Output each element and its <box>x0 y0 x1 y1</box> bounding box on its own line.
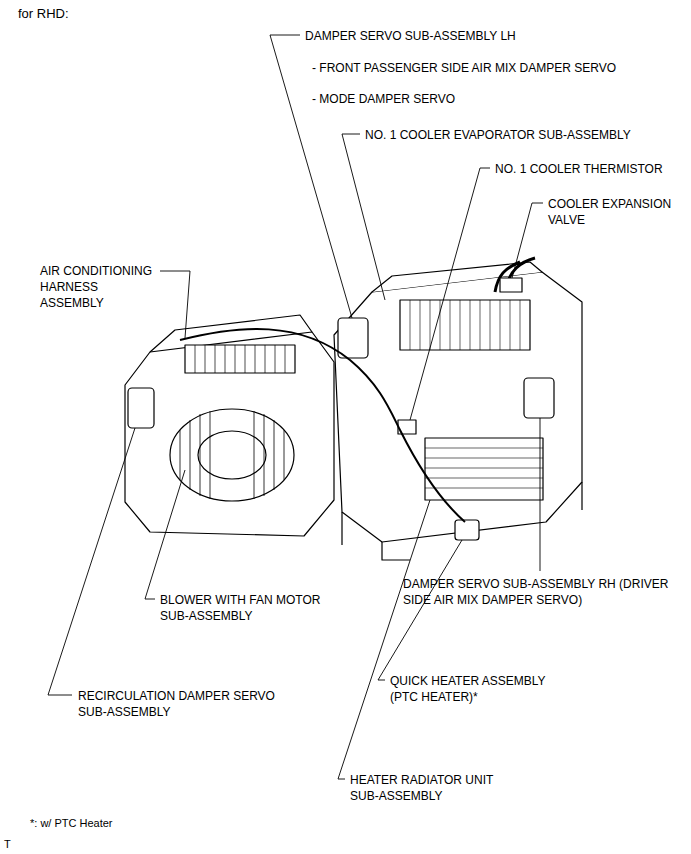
heater-case <box>334 272 582 542</box>
part-label: NO. 1 COOLER THERMISTOR <box>495 161 685 177</box>
part-label: NO. 1 COOLER EVAPORATOR SUB-ASSEMBLY <box>365 127 685 143</box>
fan-drum <box>170 409 294 501</box>
part-label: BLOWER WITH FAN MOTOR SUB-ASSEMBLY <box>160 592 340 624</box>
air-mix-servo-rh <box>524 378 554 418</box>
intake-grille <box>185 345 295 373</box>
part-label: COOLER EXPANSION VALVE <box>548 196 686 228</box>
wire-harness <box>180 329 465 522</box>
leader-line <box>378 540 462 680</box>
heater-core <box>425 438 543 500</box>
ptc-connector <box>455 520 479 540</box>
part-label: - FRONT PASSENGER SIDE AIR MIX DAMPER SE… <box>312 60 682 76</box>
leader-line <box>540 418 541 571</box>
heading: for RHD: <box>18 6 69 22</box>
figure-mark: T <box>4 836 24 852</box>
fan-hub <box>198 431 266 479</box>
footnote: *: w/ PTC Heater <box>30 815 230 831</box>
leader-line <box>338 500 430 779</box>
evaporator-core <box>400 300 530 350</box>
case-flange <box>342 482 582 560</box>
intake-grille-slats <box>195 345 285 373</box>
mode-servo <box>338 318 368 358</box>
leader-line <box>342 134 385 300</box>
part-label: - MODE DAMPER SERVO <box>312 91 512 107</box>
part-label: RECIRCULATION DAMPER SERVO SUB-ASSEMBLY <box>78 688 298 720</box>
heater-core-fins <box>425 448 543 488</box>
part-label: QUICK HEATER ASSEMBLY (PTC HEATER)* <box>390 673 570 705</box>
leader-line <box>410 168 490 420</box>
part-label: DAMPER SERVO SUB-ASSEMBLY LH <box>305 28 605 44</box>
leader-line <box>270 35 352 318</box>
blower-housing <box>125 332 334 536</box>
part-label: HEATER RADIATOR UNIT SUB-ASSEMBLY <box>350 772 520 804</box>
part-label: AIR CONDITIONING HARNESS ASSEMBLY <box>40 263 160 311</box>
fan-blades <box>180 411 284 499</box>
cooler-pipes <box>495 258 535 292</box>
leader-line <box>512 203 543 278</box>
part-label: DAMPER SERVO SUB-ASSEMBLY RH (DRIVER SID… <box>403 576 687 608</box>
leader-line <box>160 271 190 338</box>
evaporator-fins <box>410 300 520 350</box>
expansion-valve <box>500 278 522 292</box>
recirculation-servo <box>128 388 154 428</box>
leader-line <box>145 470 185 599</box>
leader-line <box>48 428 135 695</box>
